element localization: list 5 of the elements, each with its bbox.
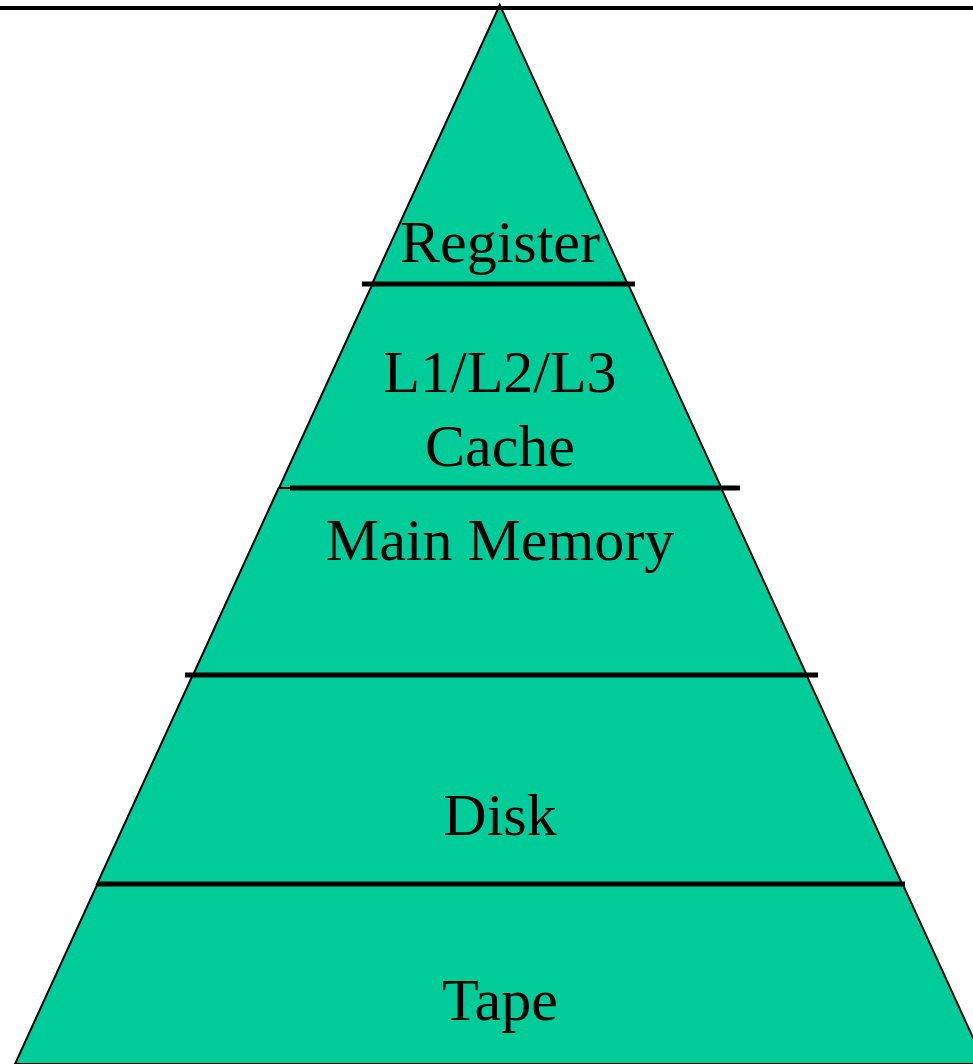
tier-label: Register xyxy=(399,208,601,277)
tier-label: Main Memory xyxy=(324,506,676,575)
tier-label: Tape xyxy=(441,966,559,1035)
tier-label: Disk xyxy=(442,781,558,850)
tier-label: L1/L2/L3 Cache xyxy=(382,338,618,481)
